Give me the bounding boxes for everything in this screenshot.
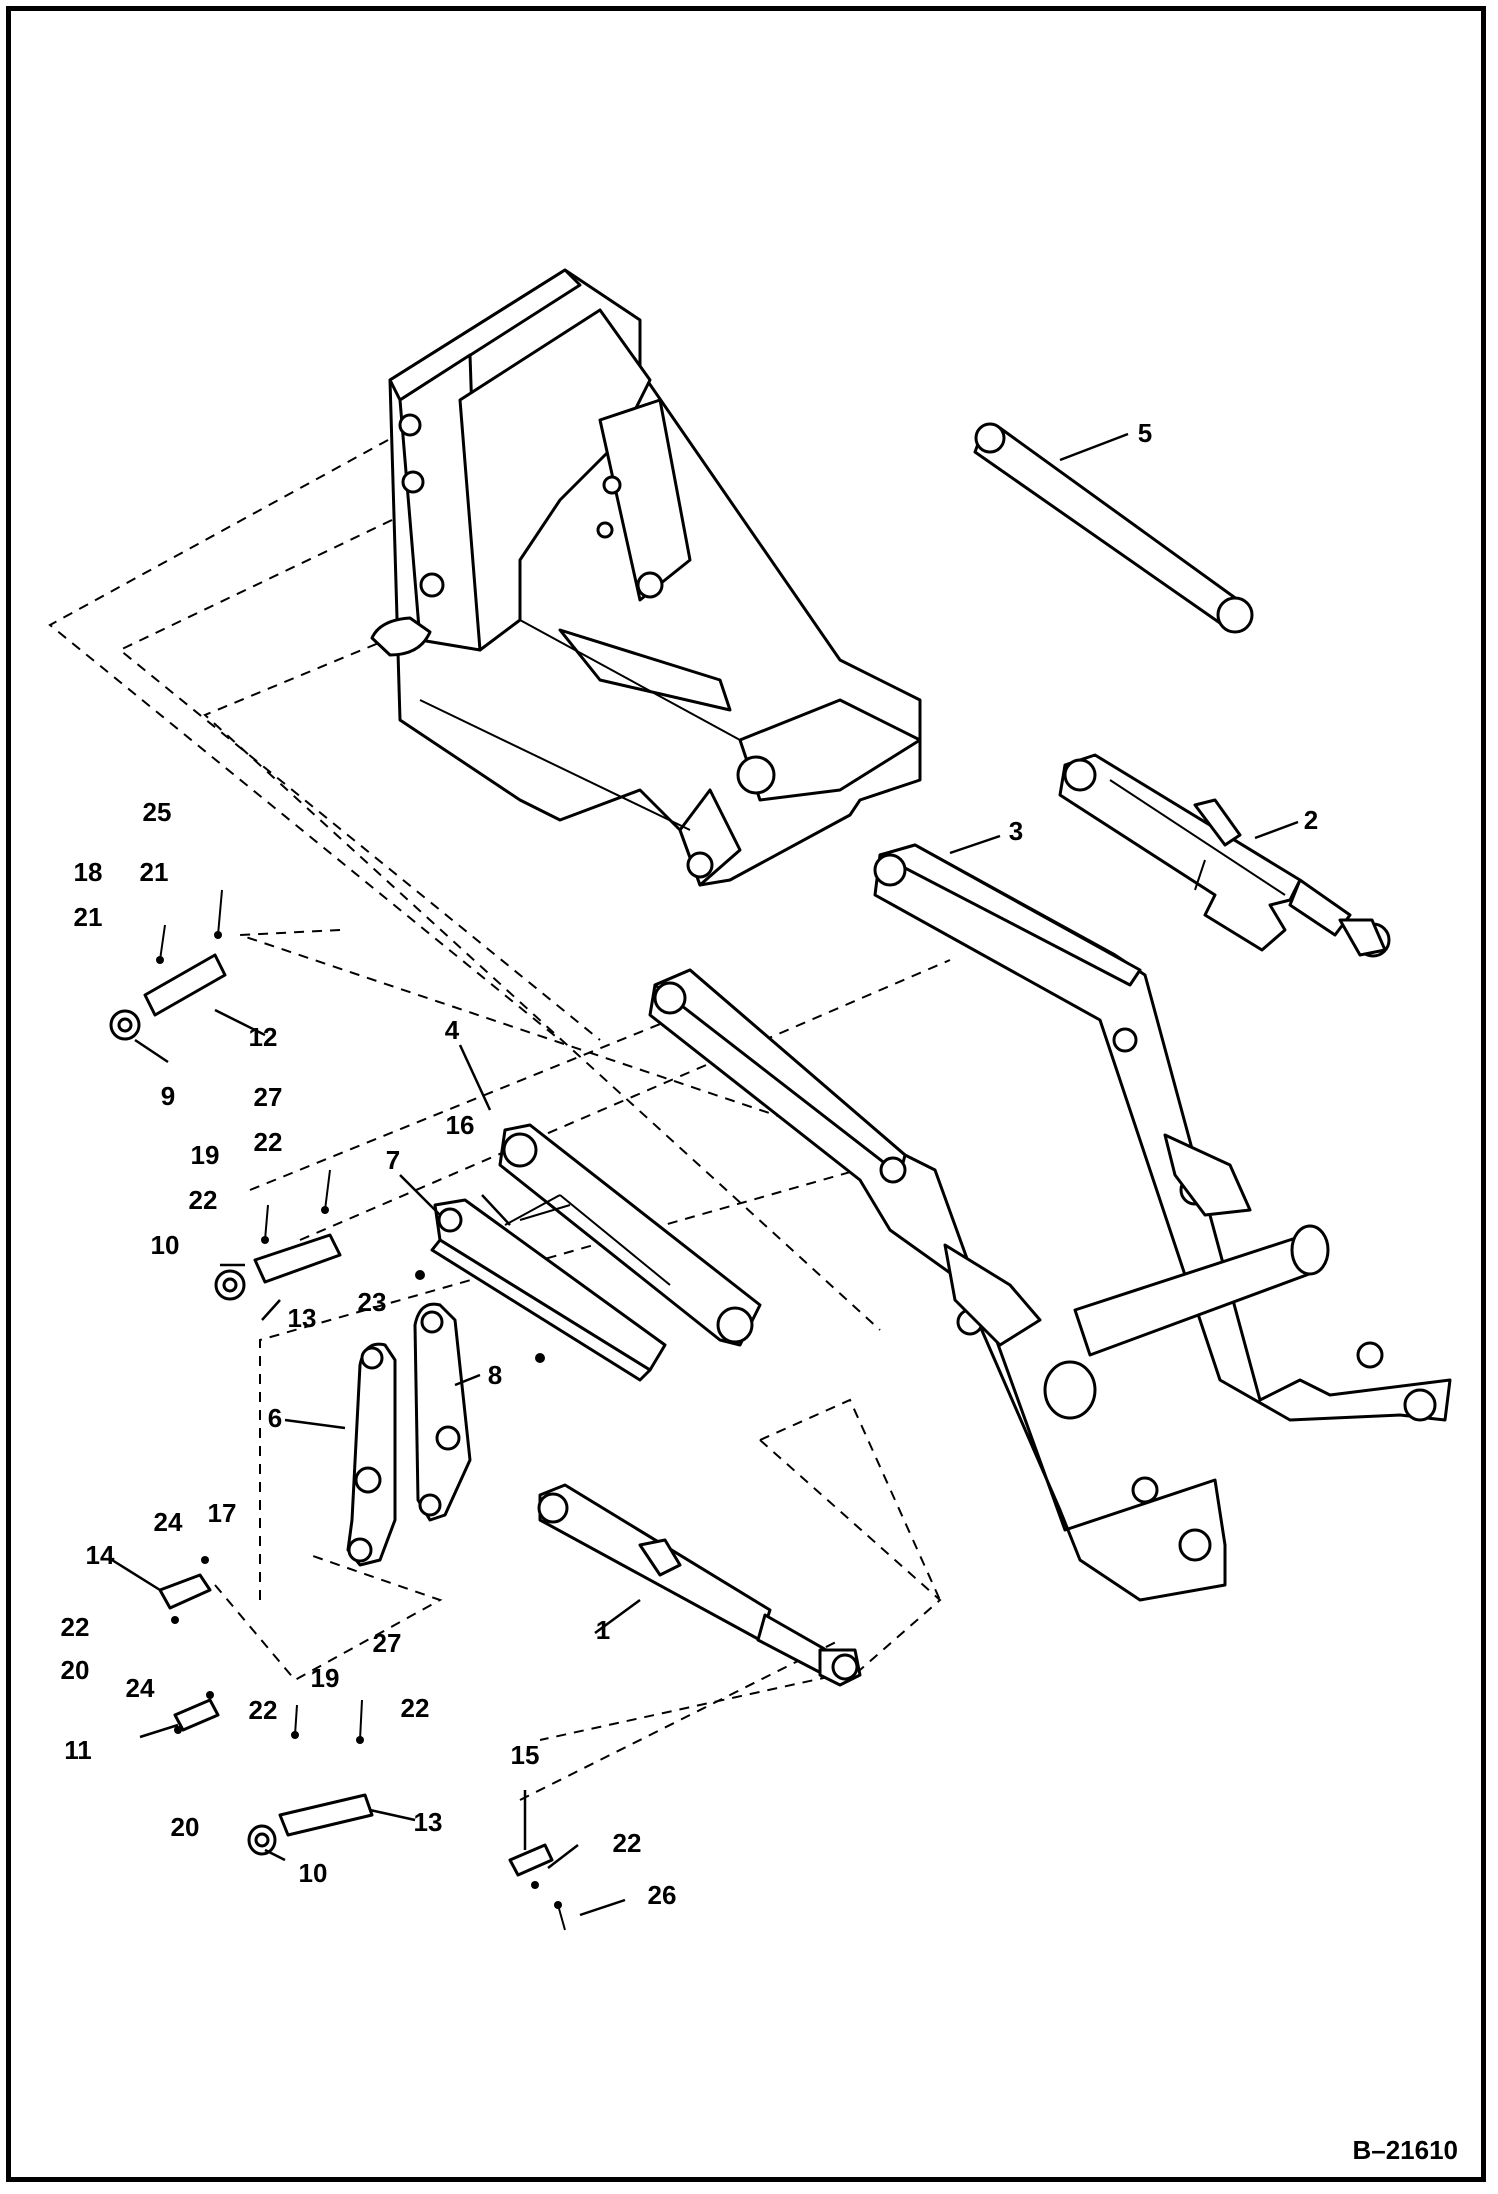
callout-6: 6 — [267, 1403, 283, 1433]
callout-20: 20 — [170, 1812, 200, 1842]
callout-22: 22 — [612, 1828, 642, 1858]
callout-22: 22 — [400, 1693, 430, 1723]
callout-8: 8 — [487, 1360, 503, 1390]
part-2-hydraulic-cylinder — [1058, 753, 1391, 958]
callout-21: 21 — [73, 902, 103, 932]
leader-lines — [111, 432, 1299, 1917]
callout-10: 10 — [298, 1858, 328, 1888]
callout-2: 2 — [1303, 805, 1319, 835]
part-4-link — [498, 1123, 762, 1347]
hardware-dots — [156, 889, 566, 1931]
part-8-plate — [413, 1302, 472, 1522]
callout-19: 19 — [310, 1663, 340, 1693]
alignment-lines — [48, 439, 951, 1801]
diagram-border — [6, 6, 1486, 2182]
pins-and-bushings — [109, 953, 554, 1877]
callout-22: 22 — [188, 1185, 218, 1215]
callout-26: 26 — [647, 1880, 677, 1910]
part-3-lift-arm — [873, 843, 1452, 1422]
callout-3: 3 — [1008, 816, 1024, 846]
callout-13: 13 — [287, 1303, 317, 1333]
callout-5: 5 — [1137, 418, 1153, 448]
callout-1: 1 — [595, 1615, 611, 1645]
callout-22: 22 — [253, 1127, 283, 1157]
part-1-hydraulic-cylinder — [537, 1483, 862, 1687]
part-6-plate — [346, 1342, 397, 1567]
callout-23: 23 — [357, 1287, 387, 1317]
callout-27: 27 — [253, 1082, 283, 1112]
callout-19: 19 — [190, 1140, 220, 1170]
callout-22: 22 — [60, 1612, 90, 1642]
callout-18: 18 — [73, 857, 103, 887]
callout-24: 24 — [125, 1673, 155, 1703]
part-5-link-rod — [973, 422, 1254, 634]
callout-14: 14 — [85, 1540, 115, 1570]
part-3-lift-arm-front — [648, 968, 1330, 1602]
mainframe-part — [370, 268, 922, 887]
part-7-channel — [430, 1198, 667, 1382]
callout-4: 4 — [444, 1015, 460, 1045]
drawing-number: B–21610 — [1352, 2135, 1458, 2165]
callout-16: 16 — [445, 1110, 475, 1140]
callout-17: 17 — [207, 1498, 237, 1528]
callout-15: 15 — [510, 1740, 540, 1770]
callout-20: 20 — [60, 1655, 90, 1685]
callout-24: 24 — [153, 1507, 183, 1537]
callout-9: 9 — [160, 1081, 176, 1111]
callout-13: 13 — [413, 1807, 443, 1837]
callout-12: 12 — [248, 1022, 278, 1052]
callout-21: 21 — [139, 857, 169, 887]
callout-11: 11 — [64, 1735, 92, 1765]
callout-27: 27 — [372, 1628, 402, 1658]
callout-10: 10 — [150, 1230, 180, 1260]
callout-25: 25 — [142, 797, 172, 827]
callout-22: 22 — [248, 1695, 278, 1725]
callout-7: 7 — [385, 1145, 401, 1175]
